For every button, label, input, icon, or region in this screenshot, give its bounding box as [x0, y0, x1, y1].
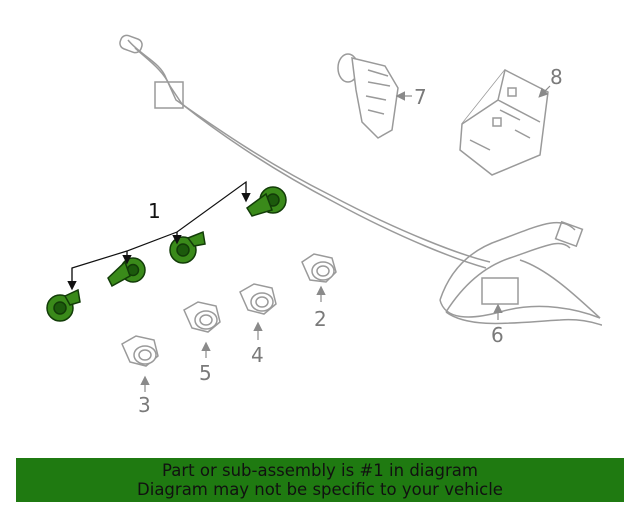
part-5-retainer[interactable]	[183, 301, 221, 333]
banner-line-1: Part or sub-assembly is #1 in diagram	[162, 461, 478, 480]
highlighted-sensor-d[interactable]	[245, 186, 287, 217]
callout-2: 2	[314, 307, 327, 331]
callout-6: 6	[491, 323, 504, 347]
retainers[interactable]	[121, 253, 337, 367]
highlighted-sensor-b[interactable]	[107, 257, 146, 288]
wiring-harness[interactable]	[118, 34, 603, 326]
disclaimer-banner: Part or sub-assembly is #1 in diagram Di…	[16, 458, 624, 502]
highlighted-sensor-a[interactable]	[46, 288, 81, 322]
banner-line-2: Diagram may not be specific to your vehi…	[137, 480, 503, 499]
callout-leaders	[140, 85, 551, 392]
part-8-control-unit[interactable]	[459, 69, 549, 176]
part-2-retainer[interactable]	[301, 253, 337, 283]
callout-4: 4	[251, 343, 264, 367]
highlighted-sensor-group[interactable]	[46, 186, 287, 322]
callout-1-leader-lines	[67, 180, 251, 291]
callout-3: 3	[138, 393, 151, 417]
part-4-retainer[interactable]	[239, 283, 277, 315]
highlighted-sensor-c[interactable]	[169, 230, 206, 264]
callout-5: 5	[199, 361, 212, 385]
callout-1: 1	[148, 199, 161, 223]
callout-8: 8	[550, 65, 563, 89]
callout-7: 7	[414, 85, 427, 109]
part-7-module[interactable]	[337, 53, 399, 139]
part-3-retainer[interactable]	[121, 335, 159, 367]
